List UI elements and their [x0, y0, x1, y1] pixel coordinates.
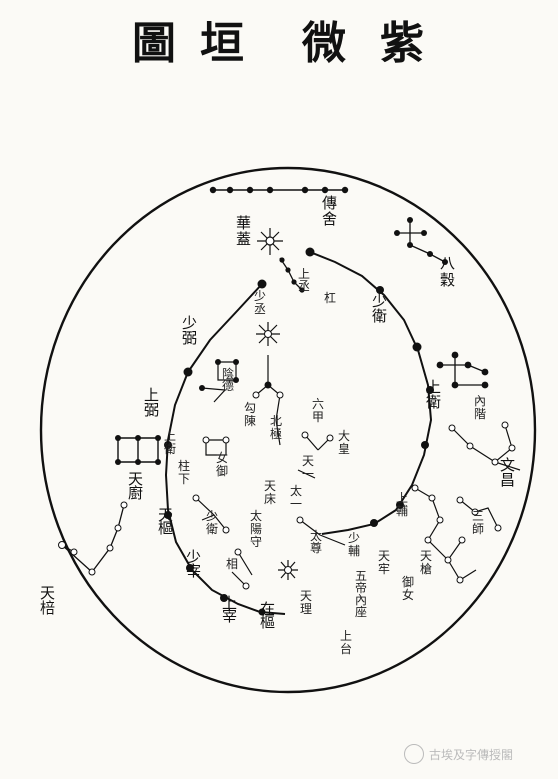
label-yinde: 陰德	[222, 367, 234, 393]
label-zaishu: 在樞	[260, 600, 275, 631]
label-gouchen: 勾陳	[244, 401, 256, 428]
label-tianbang: 天棓	[40, 584, 55, 617]
right-wall-stars	[305, 247, 434, 527]
label-zhuxia: 柱下	[178, 458, 190, 486]
label-tianyi: 天一	[302, 454, 314, 481]
left-wall-stars	[164, 279, 267, 616]
label-taiyang: 太陽守	[250, 508, 262, 549]
label-shangfu: 上輔	[396, 491, 408, 518]
label-shangwei-l: 上衛	[164, 429, 176, 456]
label-beiji: 北極	[270, 414, 282, 441]
label-neijie: 內階	[474, 394, 486, 421]
label-shaobi: 少弼	[182, 314, 197, 347]
chuanshe-constellation	[209, 186, 349, 194]
title-char-1: 圖	[132, 18, 176, 69]
watermark-text: 古埃及字傳授閣	[429, 747, 514, 762]
label-tianchuang: 天床	[264, 479, 276, 506]
watermark-icon	[404, 744, 424, 764]
label-taizun: 太尊	[310, 528, 322, 555]
label-wuhou: 五帝內座	[355, 569, 367, 619]
title-char-2: 垣	[200, 18, 244, 69]
label-shaofu: 少輔	[348, 531, 360, 558]
watermark: 古埃及字傳授閣	[404, 742, 552, 766]
label-chuanshe: 傳舍	[322, 194, 337, 228]
label-dahuang: 大皇	[338, 429, 350, 456]
label-shaocheng: 少丞	[254, 289, 266, 316]
label-nuyu: 女御	[216, 450, 228, 478]
star-labels: 傳舍華蓋八穀上丞杠少衛少丞上衛內階文昌天廚天棓少弼上弼少宰上宰天樞在樞天理陰德上…	[40, 194, 515, 656]
label-gang: 杠	[324, 290, 336, 305]
title-char-4: 紫	[380, 18, 424, 69]
tianchu-constellation	[115, 435, 161, 465]
label-xianggan: 相	[226, 557, 238, 571]
label-tianlao: 天牢	[378, 549, 390, 576]
label-shaowei-l: 少衛	[206, 509, 218, 536]
label-sanshi: 三師	[472, 509, 484, 536]
label-yuhou: 御女	[402, 574, 414, 602]
label-tianchu: 天廚	[128, 470, 143, 502]
label-wenchang: 文昌	[500, 456, 515, 489]
label-taiyi: 太一	[290, 483, 302, 511]
neijie-constellation	[436, 351, 489, 389]
label-huagai: 華蓋	[236, 214, 251, 248]
tianbang-constellation	[58, 501, 128, 576]
label-bagu: 八穀	[440, 254, 455, 289]
huagai-constellation	[257, 228, 305, 293]
label-shangwei-r: 上衛	[426, 378, 441, 411]
label-shangzai: 上宰	[222, 594, 237, 625]
label-tianqiang: 天槍	[420, 549, 432, 576]
bagu-constellation	[394, 217, 448, 265]
label-shaozai: 少宰	[186, 548, 201, 580]
central-asterisms	[192, 322, 502, 590]
title-char-3: 微	[301, 18, 346, 69]
label-tianshu: 天樞	[158, 506, 173, 537]
outer-circle	[39, 166, 537, 694]
left-wall-arc	[164, 283, 286, 615]
label-tianli: 天理	[300, 589, 312, 616]
label-shangtai: 上台	[340, 629, 352, 656]
label-shangcheng: 上丞	[298, 267, 310, 293]
label-liujia: 六甲	[312, 397, 324, 424]
label-shangbi: 上弼	[144, 386, 159, 419]
label-shaowei-r: 少衛	[372, 292, 387, 325]
wenchang-constellation	[448, 421, 521, 471]
